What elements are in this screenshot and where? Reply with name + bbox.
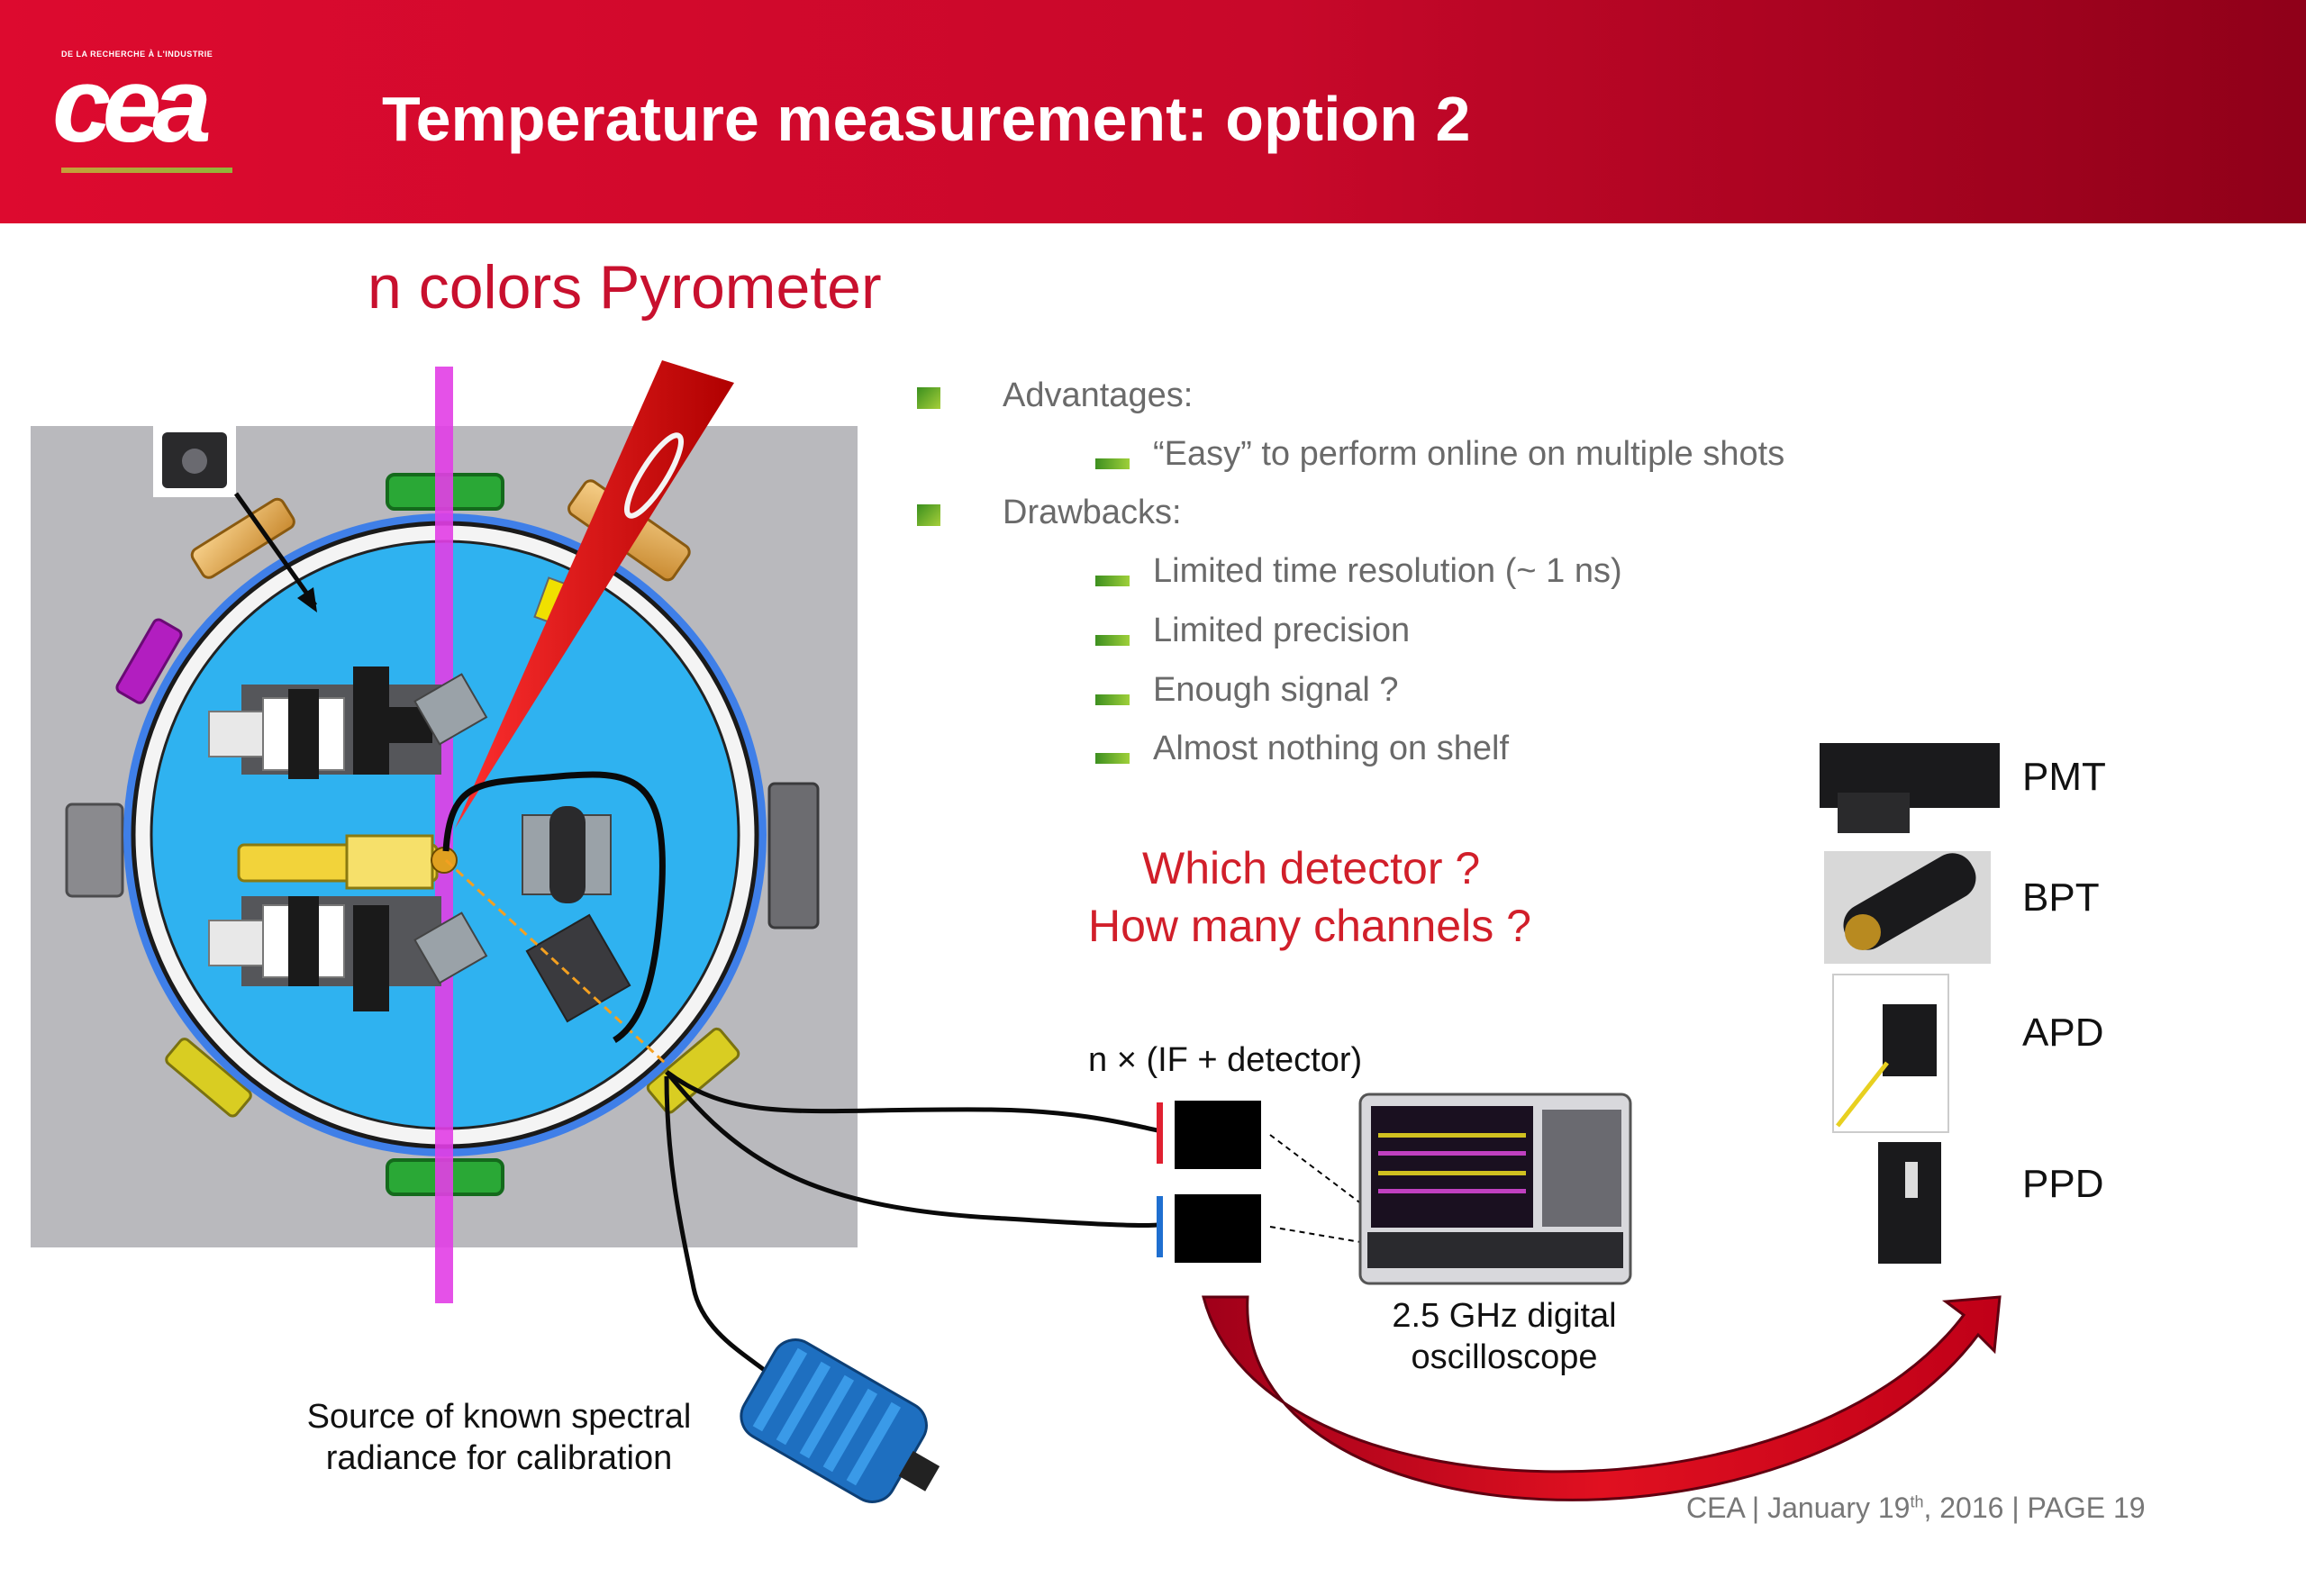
grey-port-left	[65, 803, 124, 898]
source-label-line1: Source of known spectral	[306, 1398, 692, 1436]
drawback-item: Limited precision	[1153, 612, 1411, 649]
detector-label-apd: APD	[2022, 1011, 2104, 1055]
drawback-item: Limited time resolution (~ 1 ns)	[1153, 552, 1622, 590]
sub-bullet	[1095, 635, 1130, 646]
footer-org: CEA	[1686, 1492, 1745, 1524]
bullet-advantages	[917, 387, 940, 409]
source-label-line2: radiance for calibration	[325, 1439, 673, 1477]
detector-label-pmt: PMT	[2022, 755, 2106, 799]
logo-tagline: DE LA RECHERCHE À L'INDUSTRIE	[61, 50, 213, 59]
footer-date-prefix: January 19	[1767, 1492, 1911, 1524]
sub-bullet	[1095, 753, 1130, 764]
sub-bullet	[1095, 694, 1130, 705]
apd-image	[1832, 974, 1949, 1133]
filter-blue	[1157, 1196, 1163, 1257]
yellow-flange-bottom-right	[646, 1027, 740, 1114]
calibration-source	[740, 1338, 940, 1503]
oscilloscope	[1358, 1093, 1632, 1285]
advantage-item: “Easy” to perform online on multiple sho…	[1153, 435, 1785, 473]
footer-date-suffix: , 2016	[1923, 1492, 2004, 1524]
detector-box-2	[1175, 1194, 1261, 1263]
advantages-label: Advantages:	[1003, 376, 1194, 414]
optic-mount-top	[208, 667, 432, 779]
sub-bullet	[1095, 458, 1130, 469]
oscilloscope-label-line1: 2.5 GHz digital	[1392, 1297, 1617, 1335]
slide-title: Temperature measurement: option 2	[382, 84, 1471, 154]
magenta-beam	[435, 367, 453, 1303]
footer-date-sup: th	[1910, 1492, 1924, 1511]
gold-flange-top-left	[190, 497, 295, 579]
logo-underline	[61, 168, 232, 173]
detector-box-1	[1175, 1101, 1261, 1169]
internal-fiber	[442, 771, 666, 1043]
oscilloscope-label-line2: oscilloscope	[1411, 1338, 1598, 1376]
footer-date: January 19th, 2016	[1767, 1492, 2003, 1524]
ppd-image	[1878, 1142, 1941, 1264]
magenta-flange-left	[115, 618, 183, 704]
cea-logo: cea	[52, 46, 212, 165]
pmt-image	[1820, 743, 2000, 833]
signal-link-1	[1269, 1134, 1366, 1208]
bullet-drawbacks	[917, 504, 940, 526]
grey-port-right	[767, 782, 820, 929]
drawback-item: Almost nothing on shelf	[1153, 730, 1510, 767]
channels-label: n × (IF + detector)	[1088, 1041, 1363, 1079]
camera-arrow	[233, 492, 318, 607]
footer-page: PAGE 19	[2027, 1492, 2146, 1524]
question-channels: How many channels ?	[1088, 901, 1531, 951]
laser-ring	[623, 432, 685, 519]
bpt-image	[1824, 851, 1991, 964]
laser-beam	[455, 360, 734, 829]
slide-footer: CEA | January 19th, 2016 | PAGE 19	[1686, 1492, 2146, 1524]
target-holder	[237, 834, 458, 890]
section-subtitle: n colors Pyrometer	[368, 253, 882, 322]
yellow-flange-bottom-left	[165, 1038, 252, 1118]
selection-arrow	[1202, 1295, 2002, 1501]
header-band: DE LA RECHERCHE À L'INDUSTRIE cea Temper…	[0, 0, 2306, 223]
optic-mount-bottom	[208, 896, 389, 1011]
drawbacks-label: Drawbacks:	[1003, 494, 1182, 531]
question-detector: Which detector ?	[1142, 843, 1481, 893]
fiber-to-source	[664, 1075, 776, 1380]
filter-red	[1157, 1102, 1163, 1164]
drawback-item: Enough signal ?	[1153, 671, 1399, 709]
fiber-to-detector-2	[665, 1070, 1158, 1229]
signal-link-2	[1269, 1226, 1366, 1244]
detector-label-ppd: PPD	[2022, 1162, 2104, 1206]
detector-label-bpt: BPT	[2022, 875, 2100, 920]
sub-bullet	[1095, 576, 1130, 586]
fiber-to-detector-1	[665, 1069, 1158, 1133]
